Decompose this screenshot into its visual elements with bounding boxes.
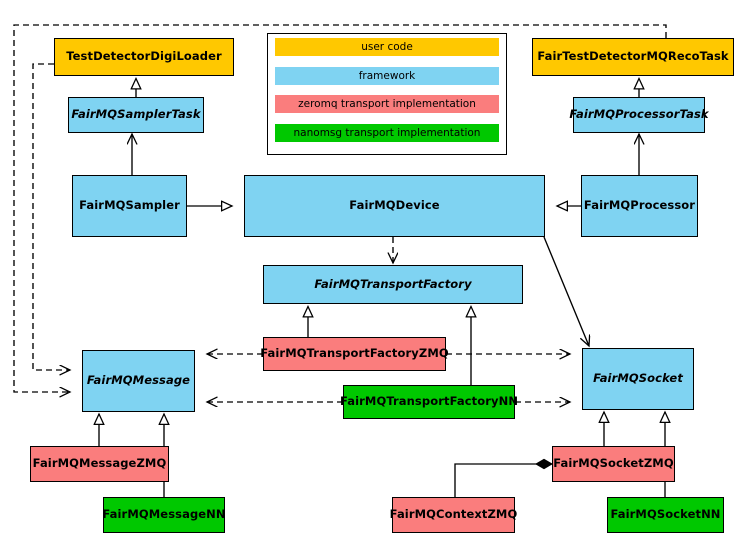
class-label: FairMQSamplerTask [71,107,201,122]
class-node-fairmqsocketnn[interactable]: FairMQSocketNN [607,497,724,533]
legend-label-nanomsg: nanomsg transport implementation [293,127,481,139]
class-label: FairTestDetectorMQRecoTask [537,49,729,64]
class-node-fairmqtransportfactory[interactable]: FairMQTransportFactory [263,265,523,304]
class-label: FairMQMessageNN [102,507,226,522]
class-label: FairMQSocketNN [610,507,721,522]
class-label: FairMQSocketZMQ [553,456,674,471]
class-node-fairmqdevice[interactable]: FairMQDevice [244,175,545,237]
class-node-fairmqprocessortask[interactable]: FairMQProcessorTask [569,97,709,133]
class-node-fairtestdetectormqrecotask[interactable]: FairTestDetectorMQRecoTask [532,38,734,76]
legend-item-user-code: user code [275,38,499,56]
legend-label-framework: framework [358,70,416,82]
class-label: FairMQTransportFactory [314,276,472,291]
legend-label-user-code: user code [361,41,413,53]
class-node-fairmqmessagenn[interactable]: FairMQMessageNN [102,497,226,533]
class-node-fairmqsampler[interactable]: FairMQSampler [72,175,187,237]
class-label: FairMQMessageZMQ [32,456,167,471]
class-node-fairmqsocketzmq[interactable]: FairMQSocketZMQ [552,446,675,482]
legend-item-framework: framework [275,67,499,85]
class-label: FairMQTransportFactoryZMQ [260,346,449,361]
legend-label-zeromq: zeromq transport implementation [298,98,476,110]
legend-item-zeromq: zeromq transport implementation [275,95,499,113]
class-label: FairMQSampler [79,198,180,213]
legend-item-nanomsg: nanomsg transport implementation [275,124,499,142]
class-node-fairmqsamplertask[interactable]: FairMQSamplerTask [68,97,204,133]
class-label: FairMQContextZMQ [389,507,518,522]
class-label: FairMQProcessorTask [569,107,709,122]
class-node-fairmqsocket[interactable]: FairMQSocket [582,348,694,410]
class-label: TestDetectorDigiLoader [66,49,222,64]
class-node-fairmqtransportfactorynn[interactable]: FairMQTransportFactoryNN [339,385,519,419]
class-node-fairmqcontextzmq[interactable]: FairMQContextZMQ [389,497,518,533]
class-label: FairMQTransportFactoryNN [339,394,519,409]
class-label: FairMQDevice [349,198,440,213]
class-node-fairmqmessage[interactable]: FairMQMessage [82,350,195,412]
class-node-fairmqmessagezmq[interactable]: FairMQMessageZMQ [30,446,169,482]
class-node-fairmqprocessor[interactable]: FairMQProcessor [581,175,698,237]
class-label: FairMQSocket [593,371,683,386]
class-label: FairMQMessage [86,373,191,388]
class-node-testdetectordigiloader[interactable]: TestDetectorDigiLoader [54,38,234,76]
class-label: FairMQProcessor [583,198,696,213]
class-node-fairmqtransportfactoryzmq[interactable]: FairMQTransportFactoryZMQ [260,337,449,371]
